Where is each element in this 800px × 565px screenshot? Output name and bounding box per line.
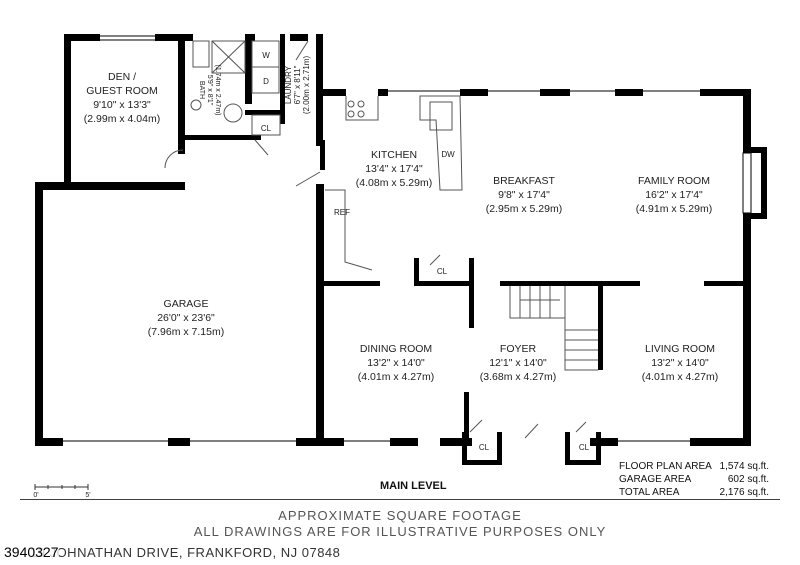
- floor-plan: DEN / GUEST ROOM 9'10" x 13'3" (2.99m x …: [20, 34, 780, 500]
- foyer-closet-left-label: CL: [479, 443, 490, 452]
- area-row-garage: GARAGE AREA 602 sq.ft.: [619, 474, 769, 485]
- scale-bar: [34, 484, 89, 490]
- family-name: FAMILY ROOM: [638, 175, 710, 187]
- kitchen-metric: (4.08m x 5.29m): [356, 177, 432, 189]
- level-title: MAIN LEVEL: [380, 480, 447, 492]
- washer-label: W: [262, 51, 270, 60]
- interior-lines: [164, 40, 598, 439]
- laundry-closet-label: CL: [261, 124, 272, 133]
- refrigerator-label: REF: [334, 208, 350, 217]
- foyer-metric: (3.68m x 4.27m): [480, 371, 556, 383]
- area-label: TOTAL AREA: [619, 487, 680, 498]
- living-dims: 13'2" x 14'0": [651, 357, 709, 369]
- foyer-closet-right-label: CL: [579, 443, 590, 452]
- breakfast-metric: (2.95m x 5.29m): [486, 203, 562, 215]
- den-name-1: DEN /: [108, 71, 136, 83]
- bath-name: BATH: [198, 81, 205, 99]
- property-address: 19 JOHNATHAN DRIVE, FRANKFORD, NJ 07848: [30, 545, 341, 560]
- area-row-floor: FLOOR PLAN AREA 1,574 sq.ft.: [619, 461, 769, 472]
- scale-start: 0': [33, 492, 38, 499]
- dryer-label: D: [263, 77, 269, 86]
- dishwasher-label: DW: [441, 150, 455, 159]
- area-value: 2,176 sq.ft.: [719, 487, 769, 498]
- hall-closet-label: CL: [437, 267, 448, 276]
- mls-id: 3940327: [4, 544, 59, 560]
- area-label: GARAGE AREA: [619, 474, 692, 485]
- laundry-dims: 6'7" x 8'11": [293, 65, 302, 104]
- footer-line-2: ALL DRAWINGS ARE FOR ILLUSTRATIVE PURPOS…: [193, 524, 607, 539]
- laundry-metric: (2.00m x 2.71m): [302, 56, 311, 115]
- foyer-dims: 12'1" x 14'0": [489, 357, 547, 369]
- garage-dims: 26'0" x 23'6": [157, 312, 215, 324]
- footer-line-1: APPROXIMATE SQUARE FOOTAGE: [278, 508, 522, 523]
- walls: [35, 34, 767, 465]
- breakfast-name: BREAKFAST: [493, 175, 555, 187]
- bath-dims: 5'9" x 8'1": [206, 75, 213, 106]
- foyer-name: FOYER: [500, 343, 537, 355]
- garage-name: GARAGE: [164, 298, 209, 310]
- dining-dims: 13'2" x 14'0": [367, 357, 425, 369]
- dining-metric: (4.01m x 4.27m): [358, 371, 434, 383]
- area-value: 602 sq.ft.: [727, 474, 769, 485]
- stove: [347, 100, 365, 118]
- area-label: FLOOR PLAN AREA: [619, 461, 712, 472]
- living-metric: (4.01m x 4.27m): [642, 371, 718, 383]
- family-dims: 16'2" x 17'4": [645, 189, 703, 201]
- kitchen-name: KITCHEN: [371, 149, 417, 161]
- area-value: 1,574 sq.ft.: [719, 461, 769, 472]
- area-row-total: TOTAL AREA 2,176 sq.ft.: [619, 487, 769, 498]
- living-name: LIVING ROOM: [645, 343, 715, 355]
- garage-metric: (7.96m x 7.15m): [148, 326, 224, 338]
- den-dims: 9'10" x 13'3": [93, 99, 151, 111]
- den-metric: (2.99m x 4.04m): [84, 113, 160, 125]
- breakfast-dims: 9'8" x 17'4": [498, 189, 550, 201]
- windows: [63, 35, 752, 442]
- den-name-2: GUEST ROOM: [86, 85, 158, 97]
- family-metric: (4.91m x 5.29m): [636, 203, 712, 215]
- dining-name: DINING ROOM: [360, 343, 432, 355]
- laundry-name: LAUNDRY: [284, 65, 293, 104]
- scale-end: 5': [85, 492, 90, 499]
- kitchen-dims: 13'4" x 17'4": [365, 163, 423, 175]
- bath-metric: (1.74m x 2.47m): [214, 65, 221, 116]
